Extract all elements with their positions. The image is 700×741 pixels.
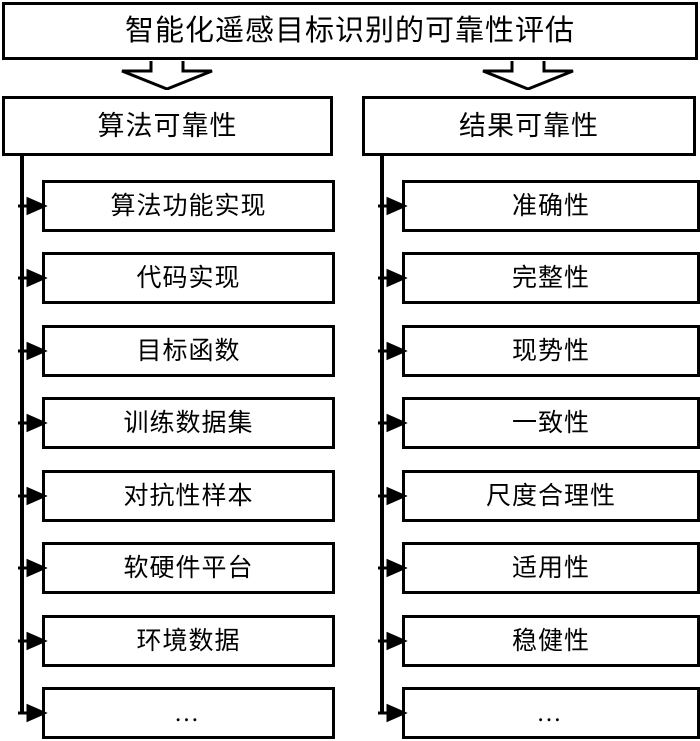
right-arrow-icon-left-7 (18, 630, 48, 652)
leaf-box-right-1: 准确性 (402, 180, 700, 232)
right-arrow-icon-left-6 (18, 557, 48, 579)
right-arrow-icon-left-1 (18, 195, 48, 217)
column-header-algorithm-reliability: 算法可靠性 (2, 96, 333, 156)
leaf-box-left-4: 训练数据集 (42, 397, 335, 449)
right-arrow-icon-right-5 (378, 485, 408, 507)
leaf-box-left-2: 代码实现 (42, 252, 335, 304)
column-header-result-reliability: 结果可靠性 (362, 96, 696, 156)
right-arrow-icon-left-5 (18, 485, 48, 507)
right-arrow-icon-right-8 (378, 702, 408, 724)
leaf-box-right-7: 稳健性 (402, 615, 700, 667)
right-arrow-icon-left-3 (18, 340, 48, 362)
right-arrow-icon-right-2 (378, 267, 408, 289)
right-arrow-icon-right-3 (378, 340, 408, 362)
leaf-box-right-5: 尺度合理性 (402, 470, 700, 522)
leaf-box-right-4: 一致性 (402, 397, 700, 449)
diagram-title-box: 智能化遥感目标识别的可靠性评估 (2, 2, 698, 60)
leaf-box-left-7: 环境数据 (42, 615, 335, 667)
leaf-box-left-1: 算法功能实现 (42, 180, 335, 232)
leaf-box-left-8: … (42, 687, 335, 739)
leaf-box-right-3: 现势性 (402, 325, 700, 377)
leaf-box-left-6: 软硬件平台 (42, 542, 335, 594)
leaf-box-left-3: 目标函数 (42, 325, 335, 377)
right-arrow-icon-left-2 (18, 267, 48, 289)
right-arrow-icon-left-4 (18, 412, 48, 434)
down-block-arrow-icon-left (119, 60, 215, 90)
down-block-arrow-icon-right (480, 60, 576, 90)
right-arrow-icon-right-4 (378, 412, 408, 434)
right-arrow-icon-left-8 (18, 702, 48, 724)
leaf-box-right-6: 适用性 (402, 542, 700, 594)
connector-spine-left (20, 153, 24, 712)
right-arrow-icon-right-1 (378, 195, 408, 217)
leaf-box-right-8: … (402, 687, 700, 739)
leaf-box-right-2: 完整性 (402, 252, 700, 304)
leaf-box-left-5: 对抗性样本 (42, 470, 335, 522)
connector-spine-right (380, 153, 384, 712)
right-arrow-icon-right-6 (378, 557, 408, 579)
right-arrow-icon-right-7 (378, 630, 408, 652)
